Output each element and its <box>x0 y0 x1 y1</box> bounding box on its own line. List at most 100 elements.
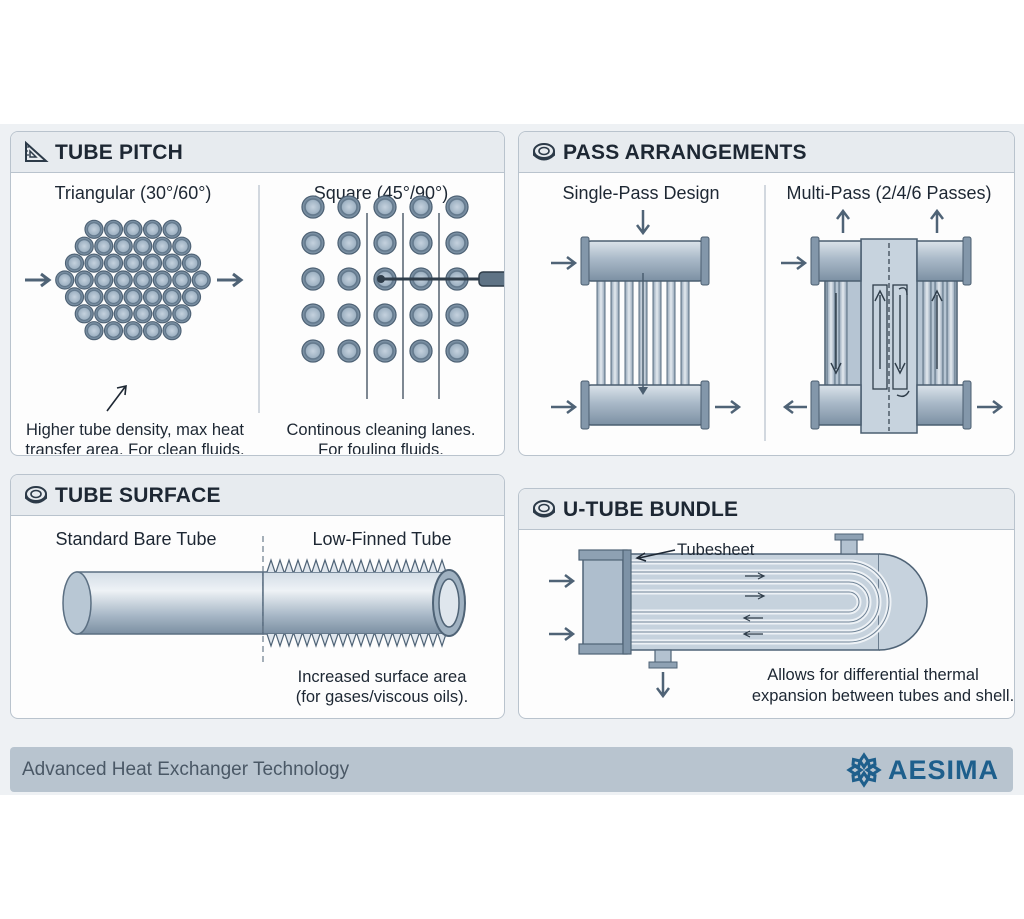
fin <box>383 633 393 648</box>
star-logo-icon <box>846 752 882 788</box>
multi-vent-left-arrow-icon <box>836 208 850 233</box>
tube-end <box>301 267 325 291</box>
square-note-line-2: For fouling fluids. <box>318 441 444 454</box>
fin <box>374 558 384 573</box>
tube-end <box>409 195 433 219</box>
tube-end <box>142 321 163 341</box>
tube-end <box>94 304 114 324</box>
tube-end <box>162 287 182 307</box>
tube-end <box>103 287 124 307</box>
tube-surface-title: TUBE SURFACE <box>55 484 221 507</box>
tube-end <box>181 253 202 273</box>
tube-pitch-header: TUBE PITCH <box>11 132 504 173</box>
tube-end <box>172 270 192 290</box>
brand-name: AESIMA <box>887 754 999 785</box>
fin <box>428 633 438 648</box>
fin <box>266 633 276 648</box>
tube-end <box>64 287 85 307</box>
single-inlet-top-arrow-icon <box>636 210 650 236</box>
u-tube-bundle-title: U-TUBE BUNDLE <box>563 498 739 521</box>
fin <box>392 633 402 648</box>
tube-end <box>74 236 94 256</box>
tube-surface-note-line-1: Increased surface area <box>298 668 468 686</box>
triangle-ruler-icon <box>25 140 49 162</box>
tube-surface-header: TUBE SURFACE <box>11 475 504 516</box>
tube <box>610 276 620 390</box>
tube-end <box>55 270 75 290</box>
tube-end <box>162 219 182 239</box>
tube-end <box>337 231 361 255</box>
tube-end <box>74 270 94 290</box>
pointer-arrow-icon <box>106 384 127 412</box>
tube-end <box>142 287 163 307</box>
fin <box>401 558 411 573</box>
multi-pass-exchanger <box>810 236 972 434</box>
fin <box>320 558 330 573</box>
tube <box>652 276 662 390</box>
tube-pitch-panel: TUBE PITCH Triangular (30°/60°) Square (… <box>10 131 505 456</box>
fin <box>320 633 330 648</box>
tube-end <box>74 304 94 324</box>
tube-end <box>103 253 124 273</box>
flow-out-arrow-icon <box>217 272 244 288</box>
tube-end <box>445 195 469 219</box>
tube-end <box>133 270 153 290</box>
tube-end <box>142 219 163 239</box>
brand-logo: AESIMA <box>846 752 999 788</box>
u-tube-bundle-panel: U-TUBE BUNDLE Tubesheet Allows for diffe… <box>518 488 1015 719</box>
flow-in-arrow-icon <box>25 272 52 288</box>
multi-pass-label: Multi-Pass (2/4/6 Passes) <box>786 183 991 203</box>
fin <box>266 558 276 573</box>
tube <box>596 276 606 390</box>
tube-surface-panel: TUBE SURFACE Standard Bare Tube Low-Finn… <box>10 474 505 719</box>
multi-outlet-right-arrow-icon <box>977 400 1004 414</box>
tube-end <box>113 236 133 256</box>
tube-end <box>409 339 433 363</box>
fin <box>302 633 312 648</box>
fin <box>302 558 312 573</box>
fin <box>419 558 429 573</box>
fin <box>329 633 339 648</box>
u-tube-outline <box>631 591 860 613</box>
tube-end <box>337 303 361 327</box>
tube-end <box>123 321 143 341</box>
fin <box>428 558 438 573</box>
u-tube-outline <box>631 581 870 623</box>
tube-end <box>94 270 114 290</box>
tubesheet-label: Tubesheet <box>677 541 755 559</box>
tube-end <box>445 303 469 327</box>
tube-end <box>123 287 143 307</box>
fin <box>311 633 321 648</box>
bare-tube-label: Standard Bare Tube <box>55 529 216 549</box>
tube-end <box>123 253 143 273</box>
tube-pitch-title: TUBE PITCH <box>55 141 183 164</box>
tube-end <box>162 253 182 273</box>
fin <box>356 633 366 648</box>
tube-end <box>152 304 172 324</box>
fin <box>392 558 402 573</box>
single-inlet-left-arrow-icon <box>551 256 578 270</box>
tube-end <box>103 321 124 341</box>
tube-end <box>172 304 192 324</box>
tube-end <box>373 231 397 255</box>
tube <box>838 276 848 390</box>
tubesheet-pointer-arrow-icon <box>635 549 676 562</box>
fin <box>293 558 303 573</box>
u-tube-inlet-bottom-arrow-icon <box>549 627 576 641</box>
low-finned-tube <box>262 558 466 648</box>
tube <box>680 276 690 390</box>
tube-end <box>409 303 433 327</box>
fin <box>401 633 411 648</box>
tube-section-icon <box>25 486 47 504</box>
square-note-line-1: Continous cleaning lanes. <box>287 421 476 439</box>
fin <box>383 558 393 573</box>
u-tube-bundle-diagram: Tubesheet Allows for differential therma… <box>549 533 1014 705</box>
pass-arrangements-panel: PASS ARRANGEMENTS Single-Pass Design Mul… <box>518 131 1015 456</box>
u-tube-drain-arrow-icon <box>656 672 670 699</box>
footer-bar: Advanced Heat Exchanger Technology AESIM… <box>10 747 1013 792</box>
tube-end <box>113 270 133 290</box>
single-outlet-arrow-icon <box>715 400 742 414</box>
tube-end <box>113 304 133 324</box>
triangular-note-line-1: Higher tube density, max heat <box>26 421 244 439</box>
tube-end <box>84 253 104 273</box>
